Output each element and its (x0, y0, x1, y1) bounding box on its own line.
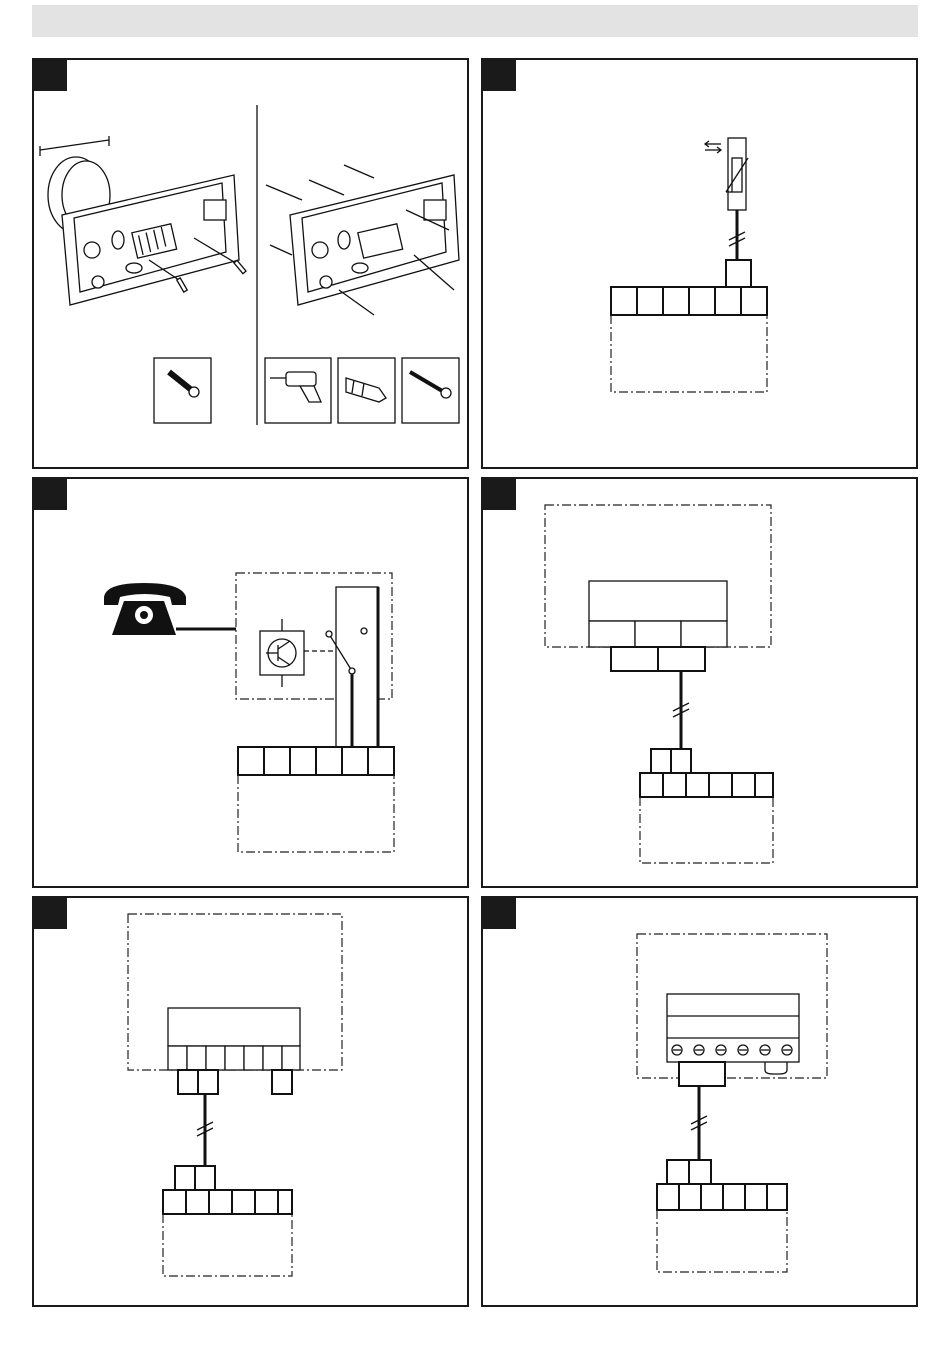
terminal-strip (238, 747, 394, 775)
screw-icon (154, 358, 211, 423)
wall-plug-icon (338, 358, 395, 423)
sensor-wiring-diagram (483, 60, 916, 467)
device-outline (611, 315, 767, 392)
module-box (589, 581, 727, 647)
module-plug (611, 647, 705, 671)
module-wiring-diagram-2 (34, 898, 467, 1305)
module-box (168, 1008, 300, 1070)
panel-module-wiring-2 (32, 896, 469, 1307)
panel-module-wiring (481, 477, 918, 888)
sensor-icon (726, 138, 748, 210)
telephone-icon (104, 583, 186, 635)
terminal-strip (611, 287, 767, 315)
sensor-terminal-plug (726, 260, 751, 287)
arrows-icon (705, 141, 721, 153)
wood-screw-icon (402, 358, 459, 423)
header-bar (32, 5, 918, 37)
base-plate-right (290, 175, 459, 305)
terminal-plug (651, 749, 691, 773)
terminal-strip (640, 773, 773, 797)
panel-telephone-wiring (32, 477, 469, 888)
module-plug (679, 1062, 725, 1086)
device-outline (640, 797, 773, 863)
panel-terminal-block-wiring (481, 896, 918, 1307)
mounting-illustration (34, 60, 467, 467)
terminal-plug (175, 1166, 215, 1190)
jumper-wire (765, 1062, 787, 1074)
panel-sensor-wiring (481, 58, 918, 469)
terminal-block-wiring-diagram (483, 898, 916, 1305)
drill-icon (265, 358, 331, 423)
terminal-block (667, 994, 799, 1062)
terminal-strip (657, 1184, 787, 1210)
module-wiring-diagram (483, 479, 916, 886)
terminal-strip (163, 1190, 292, 1214)
terminal-plug (667, 1160, 711, 1184)
transistor-icon (260, 619, 304, 687)
device-outline (163, 1214, 292, 1276)
device-outline (657, 1210, 787, 1272)
panel-mounting (32, 58, 469, 469)
module-plug (178, 1070, 292, 1094)
telephone-wiring-diagram (34, 479, 467, 886)
device-outline (238, 775, 394, 852)
